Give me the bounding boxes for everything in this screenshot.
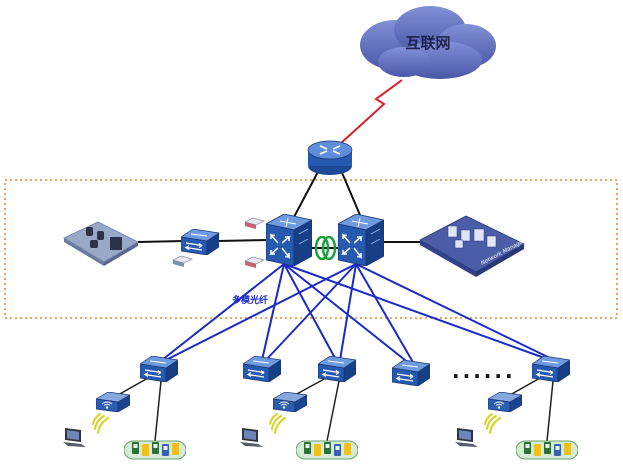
management-server-icon [447,225,497,249]
switch-icon [140,356,178,382]
switch-icon [181,229,219,255]
fiber-core-2-access-1 [165,263,357,361]
link-switch-core-1 [217,239,269,242]
link-server-switch [137,240,185,243]
cloud-icon [360,6,496,79]
wireless-ap-icon [273,392,307,412]
link-router-core-1 [293,167,321,218]
access-switch-5 [532,356,570,382]
fiber-core-1-access-1 [161,263,285,361]
fiber-core-1-access-2 [261,263,285,361]
small-module-1 [244,217,265,229]
link-access-1-ap-1 [117,377,149,396]
core-area-boundary [4,179,618,319]
link-access-3-terminals-2 [326,380,340,442]
core-switch-1 [266,214,312,266]
link-access-1-terminals-1 [154,380,162,442]
switch-icon [318,356,356,382]
internet-cloud: 互联网 [360,6,496,79]
wireless-cluster-3 [455,392,522,447]
wan-link [339,79,403,145]
terminal-group-1 [124,440,186,460]
layer3-switch-icon [338,214,384,266]
link-access-5-ap-3 [509,377,541,396]
switch-icon [392,360,430,386]
server-platform [63,221,139,266]
internet-label: 互联网 [405,34,450,52]
more-devices-indicator: ...... [452,359,516,383]
core-switch-2 [338,214,384,266]
fiber-core-2-access-5 [355,263,555,361]
access-switch-1 [140,356,178,382]
server-icon [86,227,122,250]
access-switch-4 [392,360,430,386]
access-switch-3 [318,356,356,382]
fiber-core-2-access-4 [355,263,415,365]
small-module-3 [172,255,193,267]
laptop-icon [63,428,86,447]
wireless-cluster-2 [240,392,307,447]
router [307,140,353,175]
wireless-ap-icon [488,392,522,412]
network-management-platform: Network Management [419,215,537,277]
terminal-board-icon [516,440,578,460]
wireless-cluster-1 [63,392,130,447]
laptop-icon [455,428,478,447]
small-module-2 [244,256,265,268]
wifi-signal-icon [484,413,501,434]
fiber-label: 多模光纤 [232,294,268,306]
wifi-signal-icon [92,413,109,434]
terminal-board-icon [124,440,186,460]
router-icon [307,140,353,175]
terminal-group-3 [516,440,578,460]
wireless-ap-icon [96,392,130,412]
fiber-uplinks [161,263,555,365]
access-switch-2 [243,356,281,382]
layer3-switch-icon [266,214,312,266]
distribution-switch [181,229,219,255]
wifi-signal-icon [269,413,286,434]
link-router-core-2 [339,167,361,216]
switch-icon [243,356,281,382]
fiber-core-1-access-5 [283,263,551,361]
switch-icon [532,356,570,382]
link-access-3-ap-2 [294,377,327,396]
fiber-core-2-access-3 [339,263,357,361]
link-access-5-terminals-3 [546,380,554,442]
stack-link-marker [314,235,337,261]
laptop-icon [240,428,263,447]
terminal-board-icon [296,440,358,460]
fiber-core-2-access-2 [265,263,357,361]
terminal-group-2 [296,440,358,460]
